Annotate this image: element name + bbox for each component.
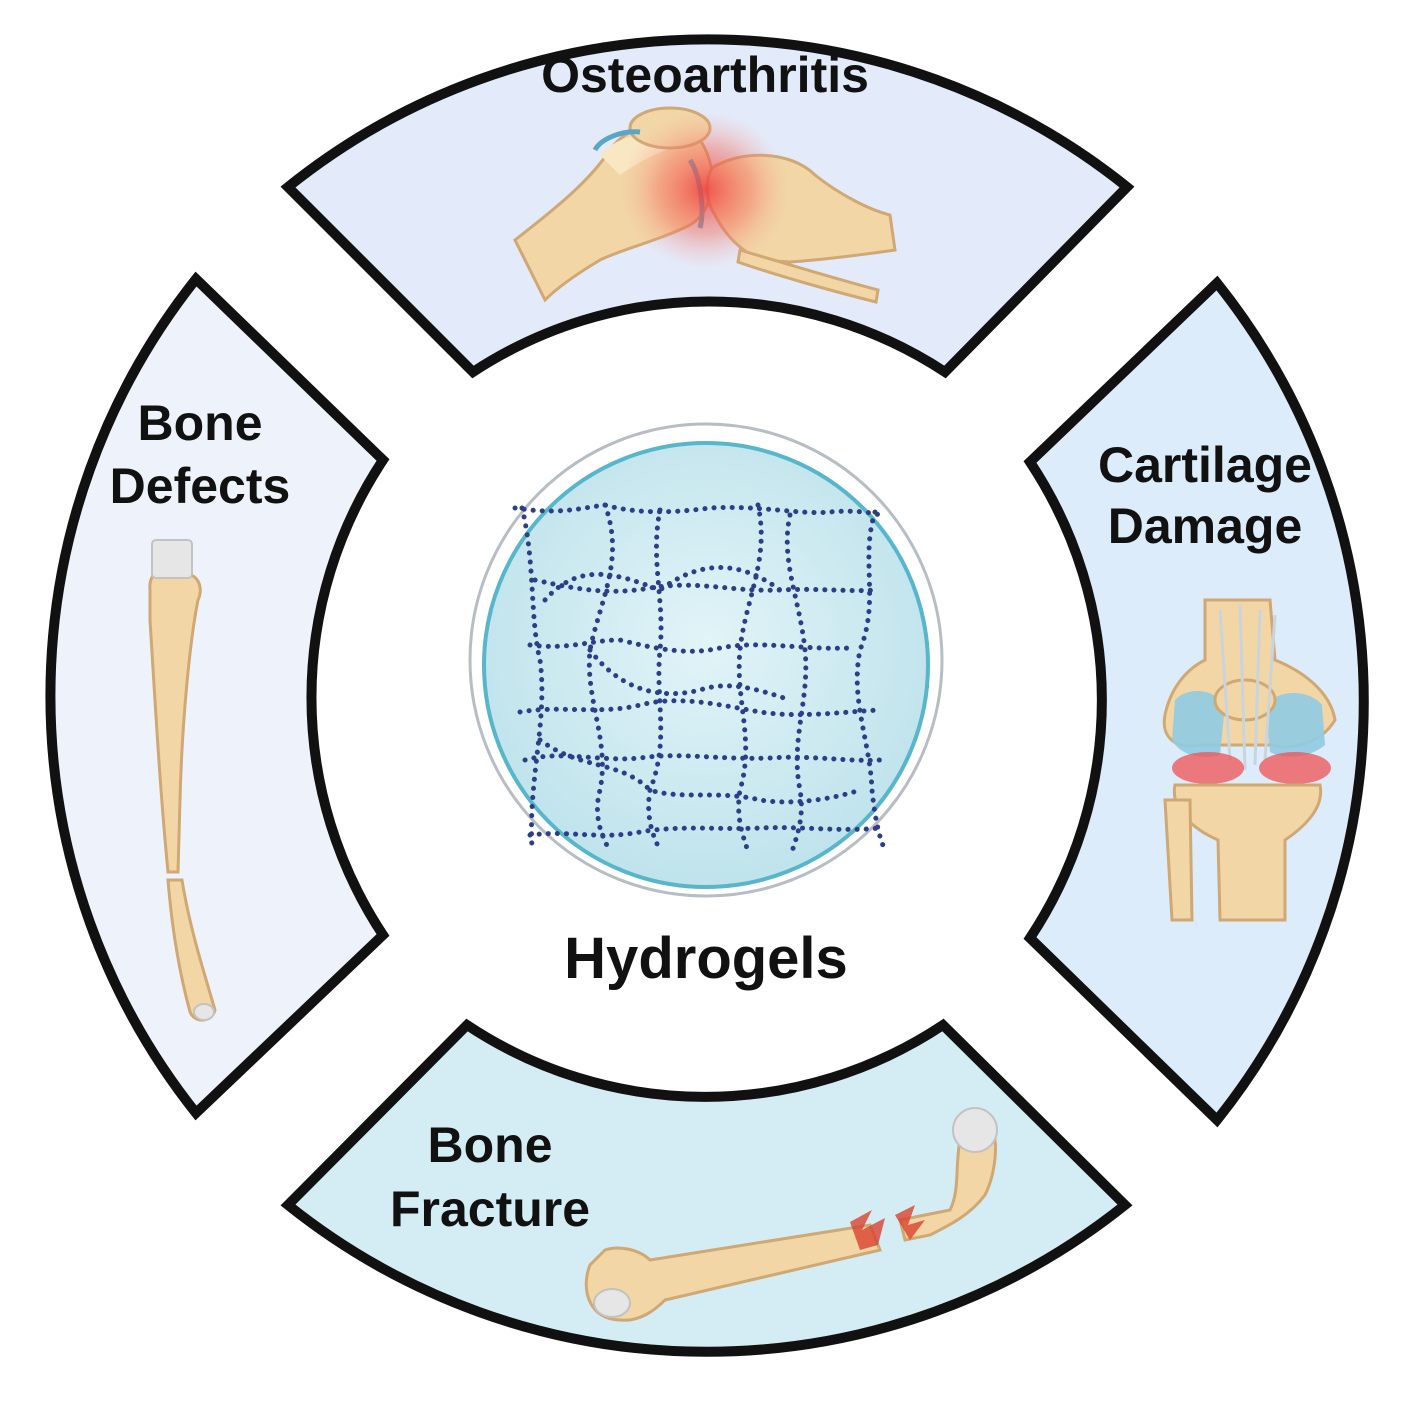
segment-cartilage-damage: Cartilage Damage (1023, 275, 1369, 1128)
bone-defect-icon (148, 539, 217, 1022)
label-damage: Damage (1108, 498, 1303, 554)
segment-bone-defects: Bone Defects (45, 271, 390, 1121)
label-bone-bottom: Bone (428, 1117, 553, 1173)
fractured-femur-icon (584, 1107, 998, 1322)
label-defects: Defects (110, 458, 291, 514)
hydrogel-dish-icon (468, 422, 944, 898)
label-fracture: Fracture (390, 1181, 590, 1237)
label-hydrogels: Hydrogels (564, 926, 848, 991)
label-osteoarthritis: Osteoarthritis (541, 47, 869, 103)
segment-shape-left (45, 271, 390, 1121)
segment-shape-bottom (280, 1018, 1133, 1357)
label-bone-left: Bone (138, 395, 263, 451)
segment-osteoarthritis: Osteoarthritis (280, 34, 1135, 379)
segment-bone-fracture: Bone Fracture (280, 1018, 1133, 1357)
knee-joint-inflamed-icon (513, 106, 897, 304)
knee-cartilage-damage-icon (1162, 598, 1337, 922)
label-cartilage: Cartilage (1098, 437, 1312, 493)
